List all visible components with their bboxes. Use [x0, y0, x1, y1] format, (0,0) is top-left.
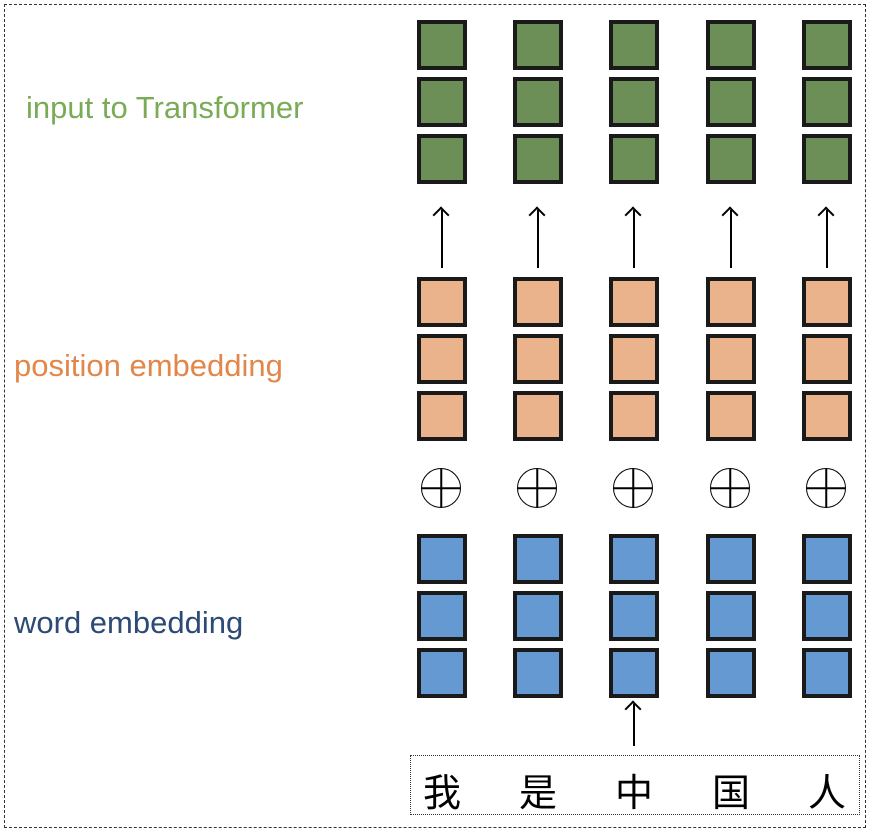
- transformer-input-cell: [706, 134, 756, 184]
- token-char: 人: [807, 771, 846, 815]
- position-embedding-cell: [513, 334, 563, 384]
- transformer-input-cell: [609, 77, 659, 127]
- word-embedding-cell: [417, 648, 467, 698]
- position-embedding-cell: [417, 277, 467, 327]
- position-embedding-cell: [609, 277, 659, 327]
- input-up-arrow-icon: [633, 704, 635, 746]
- input-to-transformer-label: input to Transformer: [26, 90, 304, 125]
- token-char: 国: [711, 771, 750, 815]
- word-embedding-cell: [513, 534, 563, 584]
- transformer-input-cell: [706, 20, 756, 70]
- add-circle-icon: [517, 468, 557, 508]
- transformer-input-cell: [417, 134, 467, 184]
- position-embedding-cell: [802, 391, 852, 441]
- diagram-frame: [4, 4, 866, 828]
- transformer-input-cell: [802, 134, 852, 184]
- position-embedding-cell: [417, 391, 467, 441]
- add-circle-icon: [710, 468, 750, 508]
- up-arrow-icon: [633, 210, 635, 268]
- transformer-input-cell: [417, 77, 467, 127]
- up-arrow-icon: [730, 210, 732, 268]
- word-embedding-cell: [609, 648, 659, 698]
- word-embedding-cell: [609, 591, 659, 641]
- up-arrow-icon: [441, 210, 443, 268]
- position-embedding-cell: [513, 277, 563, 327]
- input-sentence-box: [410, 755, 860, 815]
- add-circle-icon: [806, 468, 846, 508]
- token-char: 是: [518, 771, 557, 815]
- position-embedding-cell: [609, 391, 659, 441]
- word-embedding-cell: [802, 591, 852, 641]
- transformer-input-cell: [417, 20, 467, 70]
- transformer-input-cell: [802, 20, 852, 70]
- word-embedding-cell: [802, 534, 852, 584]
- position-embedding-cell: [802, 277, 852, 327]
- transformer-input-cell: [513, 77, 563, 127]
- add-circle-icon: [421, 468, 461, 508]
- word-embedding-cell: [609, 534, 659, 584]
- word-embedding-cell: [706, 591, 756, 641]
- position-embedding-cell: [802, 334, 852, 384]
- transformer-input-cell: [609, 20, 659, 70]
- position-embedding-cell: [706, 391, 756, 441]
- word-embedding-cell: [513, 591, 563, 641]
- position-embedding-label: position embedding: [14, 348, 283, 383]
- position-embedding-cell: [417, 334, 467, 384]
- token-char: 我: [422, 771, 461, 815]
- add-circle-icon: [613, 468, 653, 508]
- position-embedding-cell: [706, 277, 756, 327]
- word-embedding-cell: [417, 534, 467, 584]
- word-embedding-label: word embedding: [14, 605, 244, 640]
- up-arrow-icon: [826, 210, 828, 268]
- position-embedding-cell: [609, 334, 659, 384]
- word-embedding-cell: [706, 648, 756, 698]
- transformer-input-cell: [706, 77, 756, 127]
- position-embedding-cell: [706, 334, 756, 384]
- up-arrow-icon: [537, 210, 539, 268]
- position-embedding-cell: [513, 391, 563, 441]
- token-char: 中: [614, 771, 653, 815]
- transformer-input-cell: [513, 134, 563, 184]
- word-embedding-cell: [513, 648, 563, 698]
- word-embedding-cell: [802, 648, 852, 698]
- transformer-input-cell: [513, 20, 563, 70]
- transformer-input-cell: [802, 77, 852, 127]
- transformer-input-cell: [609, 134, 659, 184]
- word-embedding-cell: [706, 534, 756, 584]
- word-embedding-cell: [417, 591, 467, 641]
